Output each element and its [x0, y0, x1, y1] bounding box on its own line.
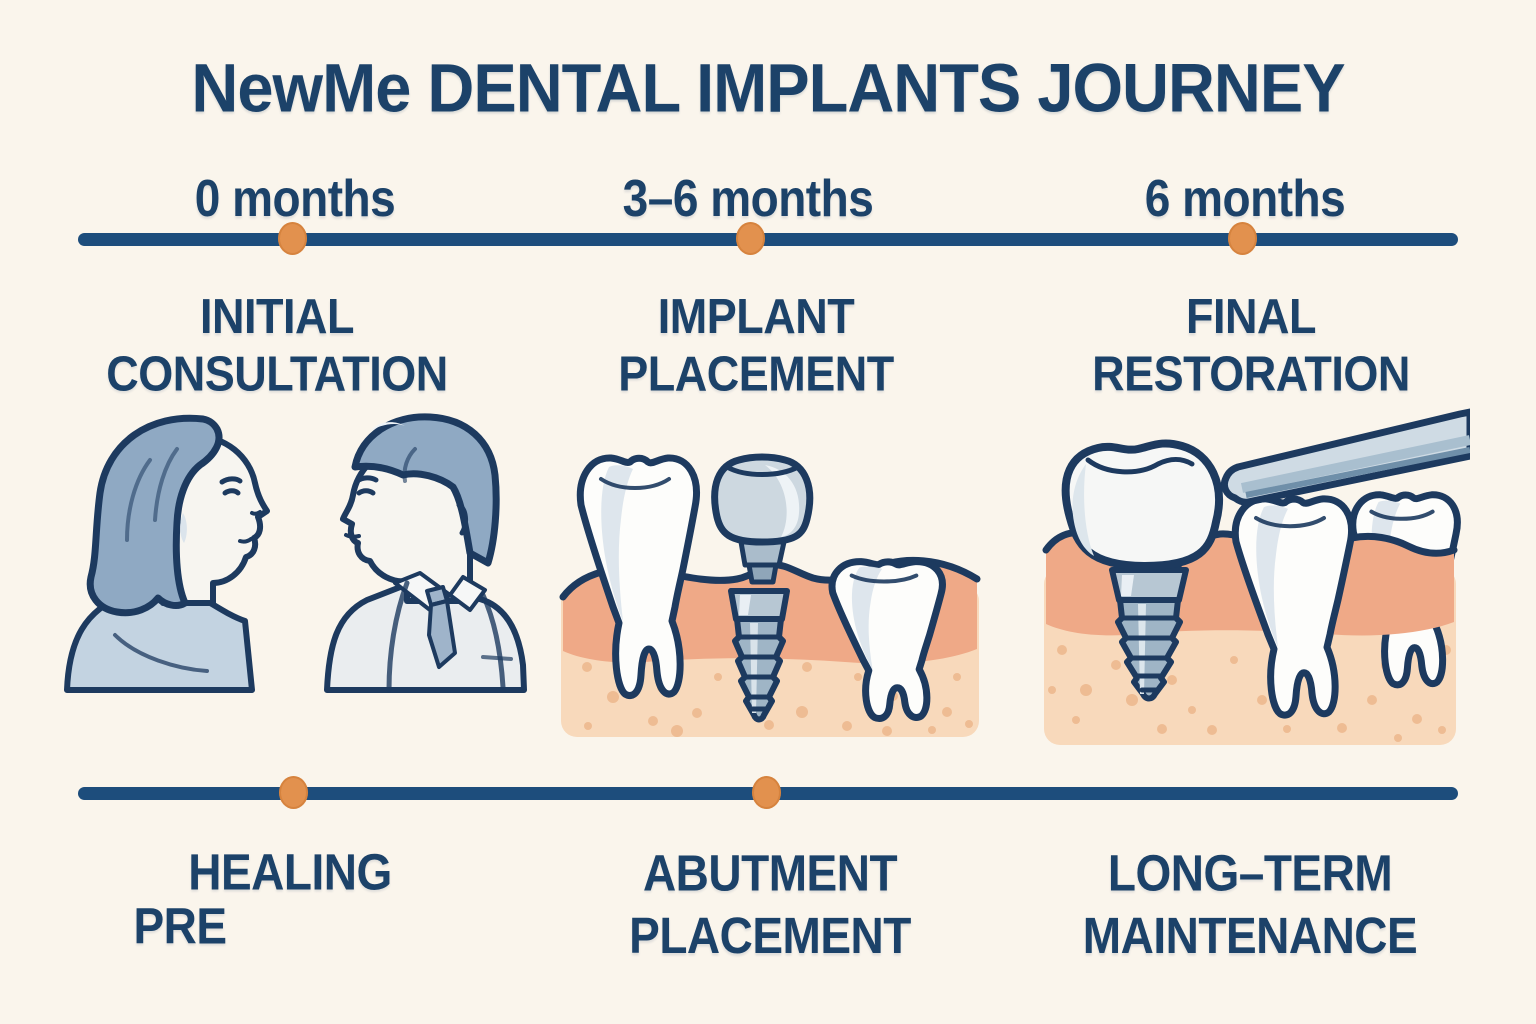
timeline-top-dot-1	[278, 222, 307, 255]
implant-screw	[1109, 567, 1189, 702]
patient-illustration	[64, 414, 270, 693]
stage-header-initial-consultation: INITIAL CONSULTATION	[106, 288, 448, 402]
stage-header-line: IMPLANT	[657, 288, 855, 345]
bottom-label-healing: HEALING	[188, 843, 392, 901]
stage-header-line: INITIAL	[200, 288, 354, 345]
dentist-illustration	[324, 413, 527, 693]
bottom-label-line: LONG–TERM	[1107, 844, 1393, 902]
stage-header-line: RESTORATION	[1092, 345, 1410, 402]
milestone-time-3-6-months: 3–6 months	[622, 169, 874, 228]
timeline-top-dot-3	[1228, 222, 1257, 255]
bottom-label-line: MAINTENANCE	[1082, 906, 1418, 965]
timeline-bottom-dot-1	[279, 776, 308, 809]
bottom-label-abutment-placement: ABUTMENT PLACEMENT	[629, 842, 911, 967]
stage-header-line: CONSULTATION	[106, 345, 448, 402]
dental-handpiece-tool	[1220, 408, 1470, 506]
timeline-bottom-dot-2	[752, 776, 781, 809]
timeline-top-dot-2	[736, 222, 765, 255]
stage-header-line: PLACEMENT	[618, 345, 894, 402]
stage-header-final-restoration: FINAL RESTORATION	[1092, 288, 1410, 402]
bottom-label-line: ABUTMENT	[642, 844, 898, 902]
bottom-label-pre: PRE	[133, 897, 227, 955]
implant-crown	[711, 453, 814, 585]
stage-header-implant-placement: IMPLANT PLACEMENT	[618, 288, 894, 402]
implant-placement-illustration	[559, 453, 981, 737]
dentist-hair	[351, 413, 500, 567]
page-title: NewMe DENTAL IMPLANTS JOURNEY	[191, 49, 1345, 127]
bottom-label-line: PLACEMENT	[629, 906, 911, 965]
milestone-time-0-months: 0 months	[194, 169, 396, 228]
timeline-top-line	[78, 233, 1458, 246]
bottom-label-long-term-maintenance: LONG–TERM MAINTENANCE	[1082, 842, 1418, 967]
patient-ear-highlight	[180, 513, 187, 543]
final-restoration-illustration	[1042, 408, 1470, 745]
implant-crown	[1061, 439, 1223, 570]
implant-screw	[728, 588, 790, 723]
stage-header-line: FINAL	[1186, 288, 1316, 345]
milestone-time-6-months: 6 months	[1144, 169, 1346, 228]
initial-consultation-illustration	[64, 413, 527, 693]
